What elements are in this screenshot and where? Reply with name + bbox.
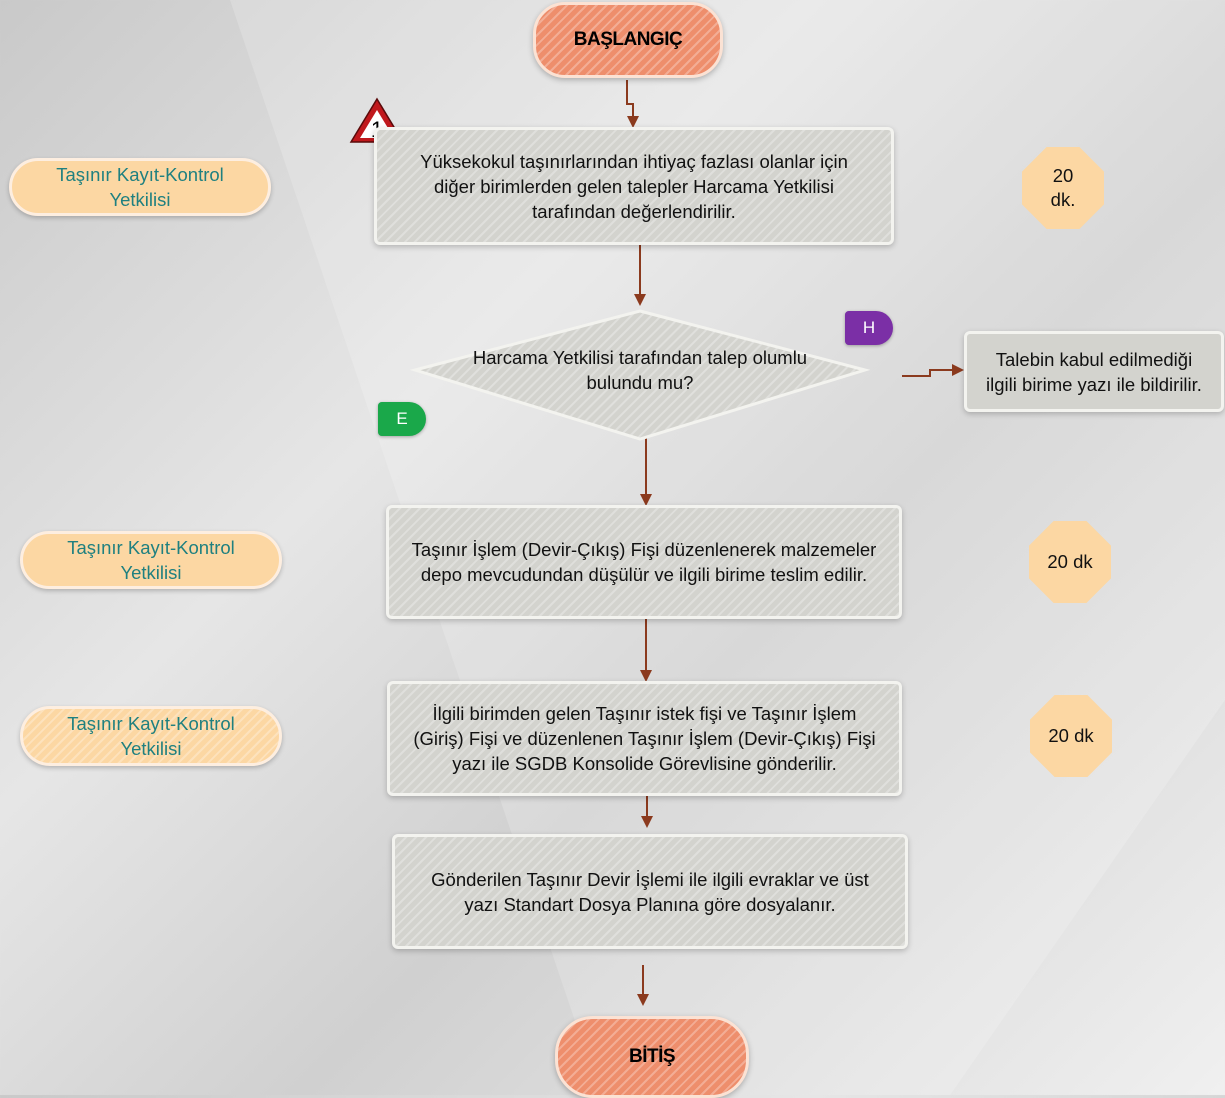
role-line: Taşınır Kayıt-Kontrol [56, 164, 224, 185]
role-line: Yetkilisi [120, 738, 182, 759]
process-step-3: İlgili birimden gelen Taşınır istek fişi… [387, 681, 902, 796]
process-step-2-line: depo mevcudundan düşülür ve ilgili birim… [420, 564, 868, 585]
process-step-4-line: Gönderilen Taşınır Devir İşlemi ile ilgi… [431, 868, 869, 890]
decision-text: Harcama Yetkilisi tarafından talep oluml… [420, 345, 860, 395]
role-label-3: Taşınır Kayıt-Kontrol Yetkilisi [20, 706, 282, 766]
process-step-2: Taşınır İşlem (Devir-Çıkış) Fişi düzenle… [386, 505, 902, 619]
process-step-1-line: Yüksekokul taşınırlarından ihtiyaç fazla… [420, 150, 848, 172]
yes-tag-label: E [396, 409, 408, 428]
no-result-line: ilgili birime yazı ile bildirilir. [986, 373, 1202, 395]
duration-text-2: 20 dk [1047, 551, 1093, 572]
no-tag-label: H [862, 318, 876, 337]
process-step-2-line: Taşınır İşlem (Devir-Çıkış) Fişi düzenle… [411, 539, 877, 560]
arrow-start-to-step1 [626, 80, 639, 128]
duration-text-3: 20 dk [1048, 725, 1094, 746]
no-result-line: Talebin kabul edilmediği [995, 348, 1193, 370]
process-step-3-line: (Giriş) Fişi ve düzenlenen Taşınır İşlem… [413, 728, 876, 749]
duration-line: dk. [1050, 189, 1076, 210]
role-text-1: Taşınır Kayıt-Kontrol Yetkilisi [56, 162, 224, 212]
role-line: Taşınır Kayıt-Kontrol [67, 537, 235, 558]
process-step-1-text: Yüksekokul taşınırlarından ihtiyaç fazla… [420, 149, 848, 224]
yes-tag: E [378, 402, 426, 436]
start-terminal: BAŞLANGIÇ [533, 2, 723, 78]
end-label: BİTİŞ [628, 1046, 676, 1067]
role-text-3: Taşınır Kayıt-Kontrol Yetkilisi [67, 711, 235, 761]
duration-text-1: 20 dk. [1051, 164, 1076, 212]
role-line: Yetkilisi [109, 189, 171, 210]
end-terminal: BİTİŞ [555, 1016, 749, 1098]
process-step-1: Yüksekokul taşınırlarından ihtiyaç fazla… [374, 127, 894, 245]
decision-diamond [410, 309, 870, 441]
duration-badge-2: 20 dk [1029, 521, 1111, 603]
process-step-4: Gönderilen Taşınır Devir İşlemi ile ilgi… [392, 834, 908, 949]
decision-line: Harcama Yetkilisi tarafından talep oluml… [472, 347, 808, 368]
start-label: BAŞLANGIÇ [573, 29, 683, 50]
role-line: Taşınır Kayıt-Kontrol [67, 713, 235, 734]
no-tag: H [845, 311, 893, 345]
process-step-1-line: tarafından değerlendirilir. [532, 200, 736, 222]
duration-badge-1: 20 dk. [1022, 147, 1104, 229]
process-step-3-line: yazı ile SGDB Konsolide Görevlisine gönd… [452, 753, 837, 774]
process-step-3-line: İlgili birimden gelen Taşınır istek fişi… [432, 703, 857, 724]
decision-line: bulundu mu? [586, 372, 694, 393]
process-step-4-text: Gönderilen Taşınır Devir İşlemi ile ilgi… [431, 867, 869, 917]
process-step-3-text: İlgili birimden gelen Taşınır istek fişi… [413, 701, 875, 776]
duration-badge-3: 20 dk [1030, 695, 1112, 777]
process-step-1-line: diğer birimlerden gelen talepler Harcama… [433, 175, 834, 197]
no-result-text: Talebin kabul edilmediği ilgili birime y… [986, 347, 1202, 397]
duration-line: 20 [1052, 165, 1074, 186]
no-result-box: Talebin kabul edilmediği ilgili birime y… [964, 331, 1224, 412]
process-step-2-text: Taşınır İşlem (Devir-Çıkış) Fişi düzenle… [412, 537, 877, 587]
role-line: Yetkilisi [120, 562, 182, 583]
role-label-1: Taşınır Kayıt-Kontrol Yetkilisi [9, 158, 271, 216]
process-step-4-line: yazı Standart Dosya Planına göre dosyala… [464, 893, 836, 915]
role-label-2: Taşınır Kayıt-Kontrol Yetkilisi [20, 531, 282, 589]
role-text-2: Taşınır Kayıt-Kontrol Yetkilisi [67, 535, 235, 585]
arrow-decision-to-no-result [902, 364, 964, 377]
